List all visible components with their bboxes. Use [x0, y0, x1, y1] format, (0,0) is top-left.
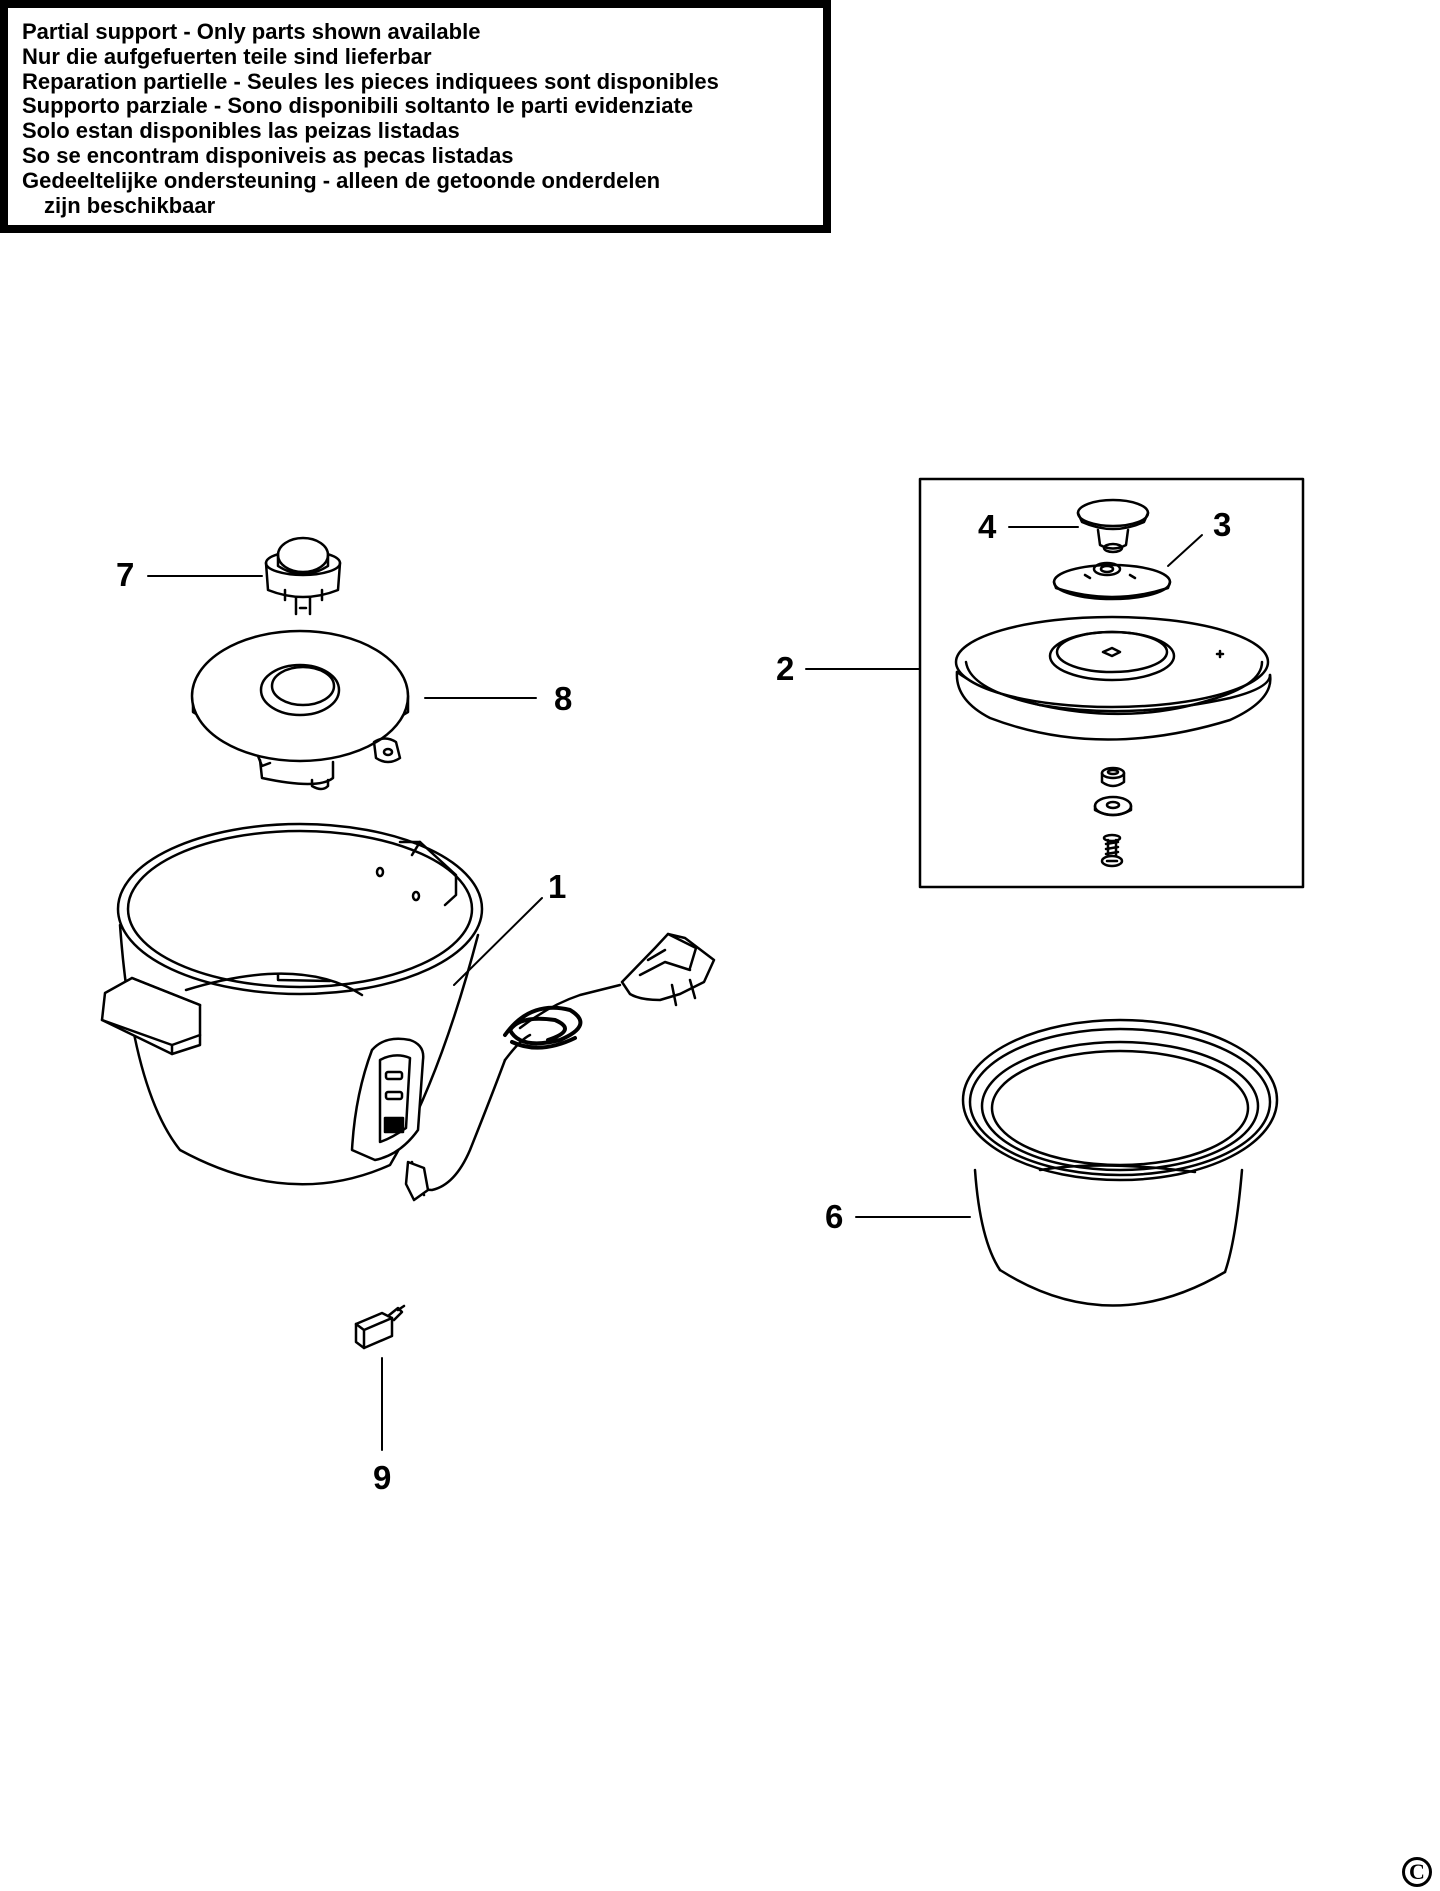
part-2-lid-assembly-box: [918, 477, 1305, 889]
leader-1: [453, 897, 543, 986]
part-2-lid: [954, 615, 1272, 741]
callout-6: 6: [825, 1198, 843, 1235]
lid-nut: [1100, 766, 1126, 788]
notice-line-pt: So se encontram disponiveis as pecas lis…: [22, 142, 514, 168]
part-8-heating-plate: [190, 629, 410, 791]
lid-washer: [1093, 795, 1133, 817]
callout-1: 1: [548, 868, 566, 905]
notice-line-nl-cont: zijn beschikbaar: [44, 192, 216, 218]
notice-line-it: Supporto parziale - Sono disponibili sol…: [22, 93, 694, 119]
lid-screw: [1100, 833, 1124, 868]
leader-3: [1167, 534, 1203, 567]
callout-3: 3: [1213, 506, 1231, 543]
leader-lines: [147, 526, 1203, 1451]
callout-2: 2: [776, 650, 794, 687]
part-7-thermostat-button: [264, 536, 342, 616]
notice-line-en: Partial support - Only parts shown avail…: [22, 19, 481, 44]
callout-7: 7: [116, 556, 134, 593]
part-9-switch: [354, 1304, 406, 1350]
notice-line-fr: Reparation partielle - Seules les pieces…: [22, 68, 719, 94]
notice-line-nl: Gedeeltelijke ondersteuning - alleen de …: [22, 167, 661, 193]
copyright-symbol: C: [1402, 1857, 1432, 1887]
partial-support-notice: Partial support - Only parts shown avail…: [0, 0, 831, 233]
notice-line-es: Solo estan disponibles las peizas listad…: [22, 118, 460, 144]
part-6-inner-pot: [961, 1018, 1279, 1307]
notice-line-de: Nur die aufgefuerten teile sind lieferba…: [22, 43, 432, 69]
callout-4: 4: [978, 508, 997, 545]
callout-9: 9: [373, 1459, 391, 1496]
callout-8: 8: [554, 680, 572, 717]
part-3-steam-valve-plate: [1052, 561, 1172, 601]
part-4-vent-cap: [1076, 498, 1150, 554]
part-1-cooker-body: [100, 822, 716, 1202]
